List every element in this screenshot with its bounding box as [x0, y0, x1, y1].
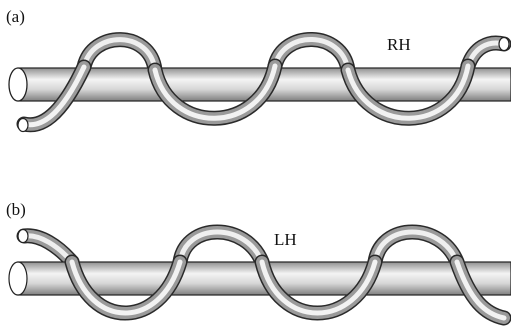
panel-b: (b) LH	[6, 200, 511, 326]
panel-a-label: (a)	[6, 7, 25, 26]
panel-a-wire-front	[16, 36, 510, 133]
panel-a: (a) RH	[6, 7, 511, 133]
panel-b-wire-back	[16, 224, 465, 270]
panel-a-wire-back	[76, 32, 511, 78]
panel-a-handedness-label: RH	[387, 35, 411, 54]
panel-b-handedness-label: LH	[274, 230, 297, 249]
panel-b-wire-front	[64, 254, 511, 326]
panel-b-label: (b)	[6, 200, 26, 219]
